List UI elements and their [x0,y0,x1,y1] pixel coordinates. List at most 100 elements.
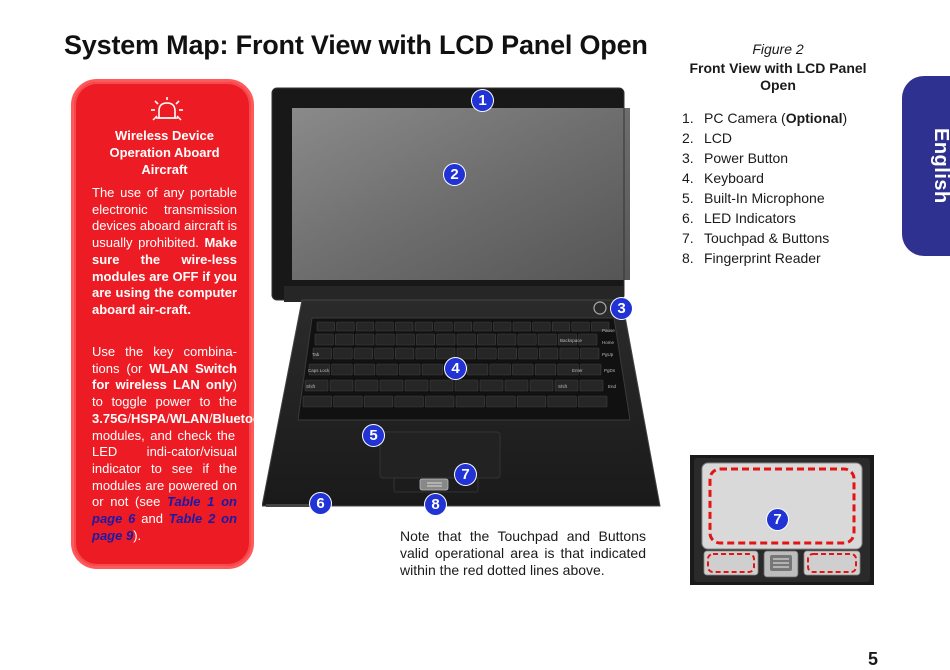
keyboard-key [504,379,529,392]
right-button [803,550,861,576]
keyboard-key [415,347,435,360]
keyboard-key [518,347,538,360]
keyboard-key [421,363,444,376]
list-item: 8.Fingerprint Reader [682,250,821,266]
key-pgdn-label: PgDn [604,368,616,373]
key-enter-label: Enter [572,368,583,373]
keyboard-key [558,333,577,346]
keyboard-key [308,363,330,376]
parts-list: 1.PC Camera (Optional) 2.LCD 3.Power But… [682,108,847,268]
keyboard-key [336,321,355,332]
keyboard-key [355,333,375,346]
warning-p2-d: 3.75G [92,410,128,426]
keyboard-key [456,333,476,346]
key-home-label: Home [602,340,615,345]
key-backspace-label: Backspace [560,338,583,343]
warning-p2-l: and [135,511,169,527]
keyboard-key [479,379,504,392]
keyboard-key [333,347,353,360]
keyboard-key [353,347,373,360]
keyboard-key [512,363,534,376]
aircraft-warning-icon [151,97,183,121]
touchpad-valid-area [708,467,856,545]
badge-7-touchpad-detail: 7 [767,509,788,530]
keyboard-key [363,395,394,408]
keyboard-key [473,321,492,332]
key-tab-label: Tab [312,352,320,357]
warning-p2-g: / [166,410,170,426]
keyboard-key [547,395,577,408]
badge-4-keyboard: 4 [445,358,466,379]
keyboard-key [559,347,579,360]
warning-paragraph-1: The use of any portable electronic trans… [92,185,237,319]
list-item: 4.Keyboard [682,170,764,186]
warning-p2-b: WLAN Switch for wireless LAN only [92,360,237,393]
touchpad-surface [701,462,863,550]
warning-p2-a: Use the key combina-tions (or [92,344,237,376]
keyboard-key [302,395,332,408]
keyboard-key [477,347,497,360]
keyboard-key [591,321,610,332]
keyboard-key [580,363,602,376]
keyboard-key [316,321,335,332]
keyboard-key [376,363,398,376]
page-number: 5 [868,649,879,669]
keyboard-key [454,379,479,392]
keyboard-key [304,379,329,392]
keyboard-key [489,363,511,376]
keyboard-key [425,395,455,408]
led-indicators [266,504,326,507]
keyboard-key [429,379,454,392]
keyboard-key [578,333,598,346]
keyboard-key [333,395,363,408]
keyboard-key [395,333,415,346]
list-item: 5.Built-In Microphone [682,190,825,206]
keyboard-key [395,321,414,332]
keyboard-key [557,363,579,376]
keyboard-key [534,363,557,376]
warning-p2-m: ). [133,527,142,543]
warning-p2-f: HSPA [131,410,167,426]
keyboard-key [355,321,375,332]
keyboard-key [434,321,453,332]
keyboard-key [516,395,547,408]
keyboard-key [512,321,531,332]
warning-p2-e: / [127,410,132,426]
keyboard-key [538,347,559,360]
keyboard-key [456,347,476,360]
language-tab[interactable] [902,76,950,256]
keyboard-key [416,333,435,346]
list-item: 1.PC Camera (Optional) [682,110,848,126]
laptop-front-view-image: Backspace Pause Home Tab PgUp Caps Lock … [262,87,661,507]
keyboard-key [335,333,354,346]
key-end-label: End [608,384,617,389]
table-2-link[interactable]: Table 2 on page 9 [92,511,238,543]
keyboard-key [453,321,473,332]
warning-p2-i: / [208,410,213,426]
keyboard-key [517,333,537,346]
keyboard-key [375,333,395,346]
keyboard-key [354,379,379,392]
keyboard-key [579,379,604,392]
keyboard-key [404,379,429,392]
warning-p1-text: The use of any portable electronic trans… [92,185,237,251]
touchpad [379,431,501,479]
keyboard-key [379,379,404,392]
badge-1-camera: 1 [472,90,493,111]
keyboard-key [497,333,517,346]
keyboard-key [374,347,394,360]
keyboard-key [580,347,600,360]
badge-2-lcd: 2 [444,164,465,185]
figure-label: Figure 2 [752,41,804,57]
keyboard-key [467,363,489,376]
table-1-link[interactable]: Table 1 on page 6 [92,494,237,527]
hinge [284,286,624,302]
keyboard-key [353,363,376,376]
key-shift-left-label: Shift [306,384,316,389]
badge-8-fingerprint: 8 [425,494,446,515]
keyboard-key [329,379,354,392]
keyboard-key [455,395,485,408]
warning-p2-k: modules, and check the LED indi-cator/vi… [92,427,237,510]
lcd-screen [292,108,630,280]
warning-p2-c: ) to toggle power to the [92,377,237,410]
